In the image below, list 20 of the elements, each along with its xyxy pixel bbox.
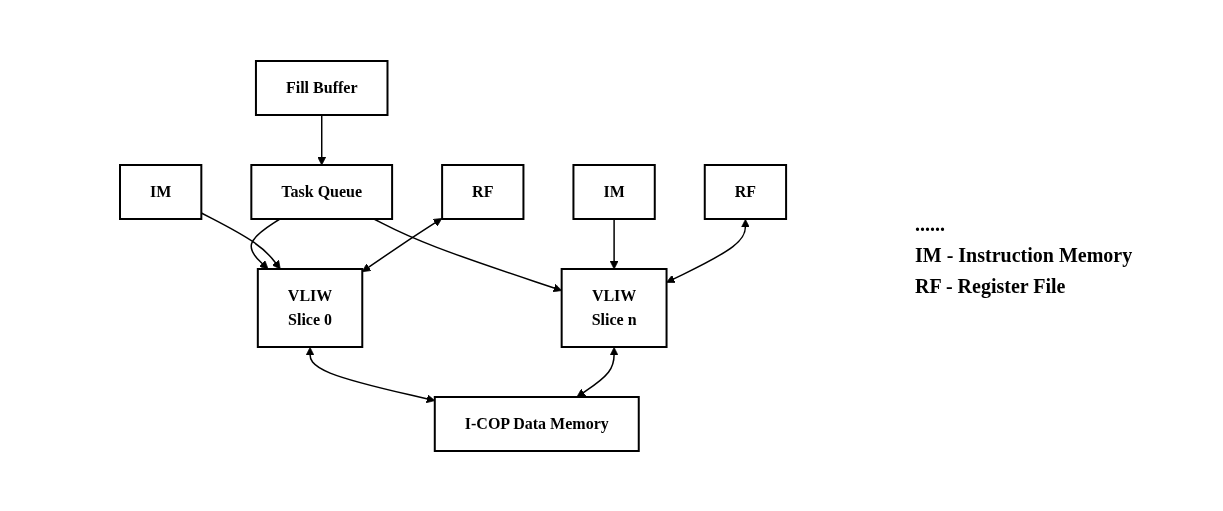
- arrow: [576, 346, 619, 397]
- node-box: RF: [441, 163, 525, 220]
- node-box: VLIW Slice 0: [257, 267, 364, 348]
- arrow: [201, 211, 282, 269]
- node-box: I-COP Data Memory: [434, 395, 641, 452]
- arrow: [610, 217, 619, 269]
- node-box: IM: [119, 163, 203, 220]
- arrow: [317, 113, 327, 165]
- arrow: [306, 346, 436, 403]
- node-box: IM: [572, 163, 657, 220]
- node-box: RF: [704, 163, 788, 220]
- note-text: IM - Instruction Memory: [915, 244, 1134, 267]
- note-text: ......: [915, 213, 946, 236]
- arrow: [362, 217, 443, 272]
- node-box: Fill Buffer: [255, 59, 389, 116]
- arrow: [250, 217, 282, 269]
- note-text: RF - Register File: [915, 275, 1067, 298]
- node-box: VLIW Slice n: [561, 267, 668, 348]
- arrow: [373, 217, 563, 292]
- node-box: Task Queue: [250, 163, 394, 220]
